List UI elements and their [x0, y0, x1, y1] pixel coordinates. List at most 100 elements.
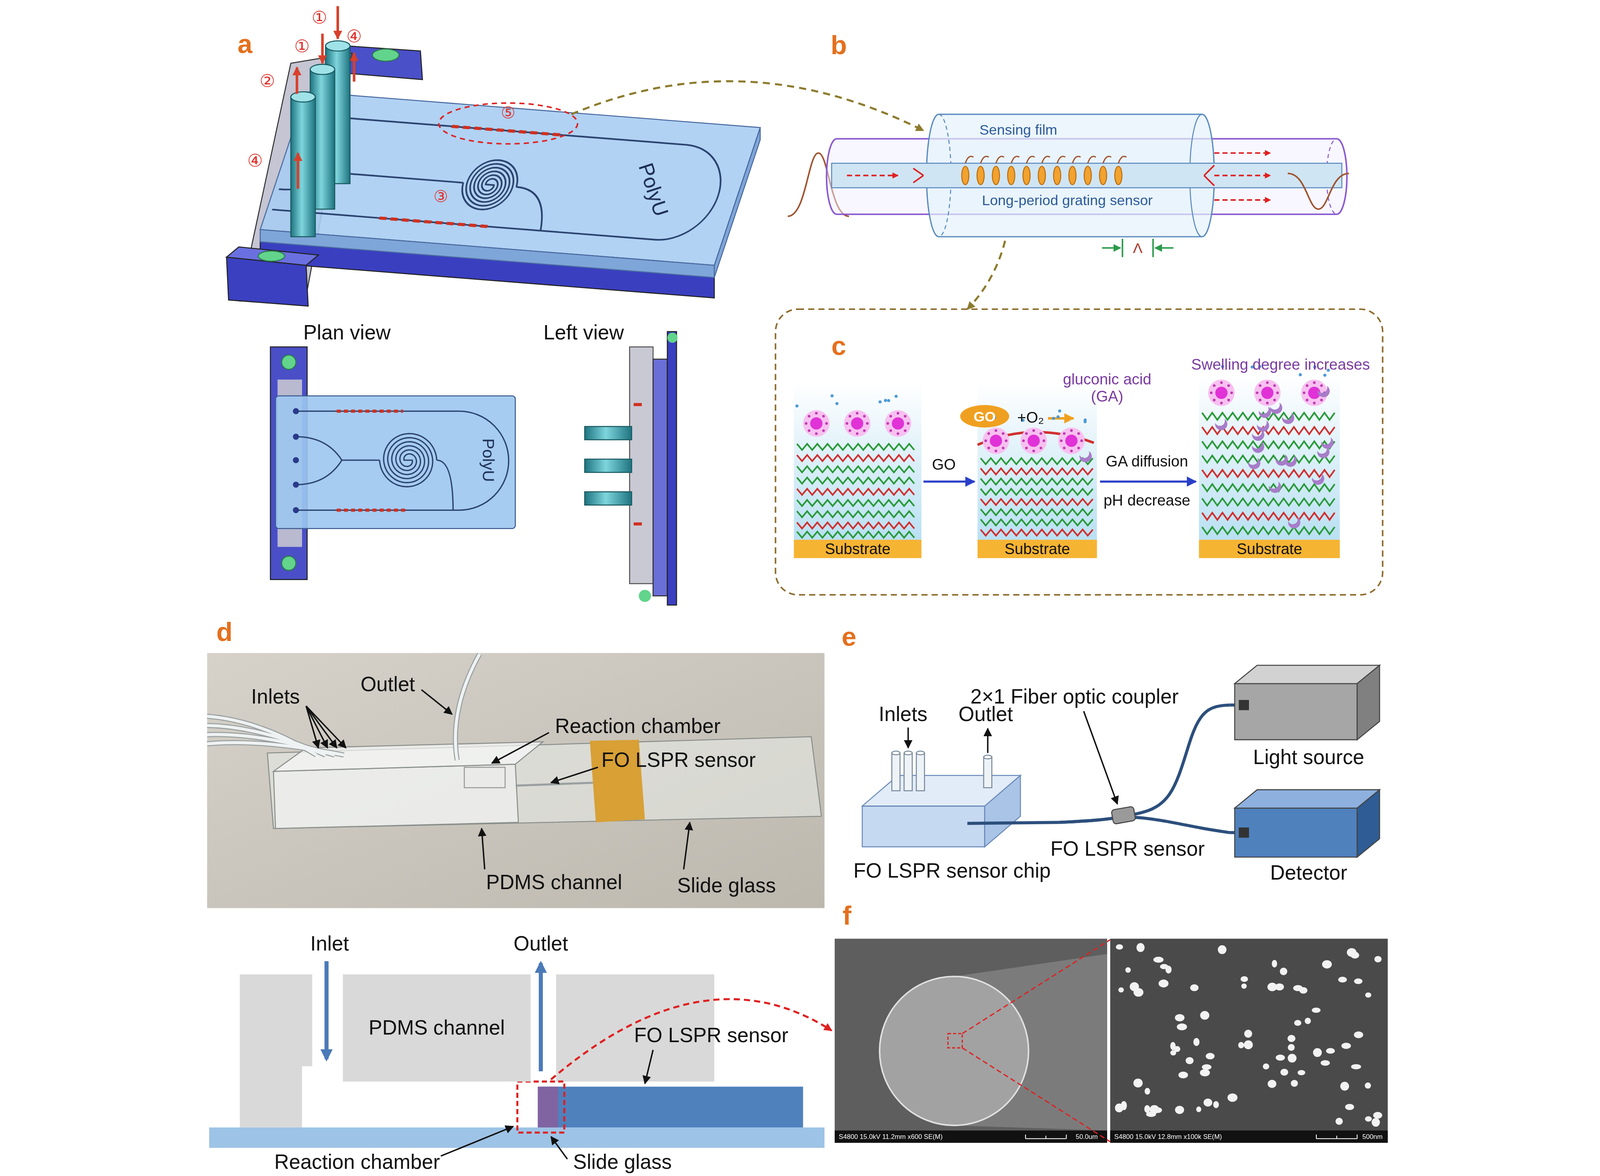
hydrogel-film [1311, 473, 1325, 485]
microfluidic-chip-3d [226, 5, 761, 306]
measurement-setup [1083, 711, 1118, 804]
hydrogel-film [980, 529, 1093, 536]
hydrogel-film [1273, 384, 1277, 388]
node-shape [862, 751, 1059, 848]
gold-nanoparticle [1294, 1019, 1302, 1026]
hydrogel-film [1320, 398, 1324, 402]
hydrogel-film [1062, 432, 1066, 436]
part-label: Inlets [878, 702, 928, 726]
gold-nanoparticle [1287, 1035, 1296, 1043]
hydrogel-film [887, 399, 891, 403]
chip-left-view [629, 347, 653, 584]
grating-period [1114, 166, 1122, 185]
node-text-group: FO LSPR sensor chip [845, 859, 1060, 883]
gold-nanoparticle [1287, 1053, 1297, 1063]
hydrogel-film [1001, 446, 1005, 450]
lpg-fiber-sensor [1214, 199, 1271, 201]
gold-nanoparticle [1341, 1043, 1351, 1050]
gold-nanoparticle [1178, 1071, 1189, 1079]
hydrogel-film [795, 364, 1335, 538]
hydrogel-film [889, 429, 893, 433]
hydrogel-film [1251, 441, 1265, 453]
grating-period [992, 166, 1000, 185]
gold-nanoparticle [1313, 1048, 1322, 1057]
hydrogel-film [804, 422, 808, 426]
node-text-group: Substrate [1198, 539, 1340, 559]
hydrogel-film [1298, 373, 1302, 377]
gold-nanoparticle [1311, 1007, 1321, 1013]
hydrogel-film [980, 458, 1093, 465]
chip-left-view [633, 522, 642, 526]
node-shape [983, 755, 992, 759]
hydrogel-film [980, 498, 1093, 505]
substrate-layer: Substrate [1198, 539, 1340, 559]
node-shape [862, 805, 985, 847]
hydrogel-film [845, 422, 849, 426]
sem-image [962, 939, 1110, 1142]
node-shape [1229, 658, 1388, 746]
grating-period [1053, 166, 1061, 185]
enzyme-label: GO [973, 407, 997, 425]
sensing-mechanism [1198, 375, 1340, 540]
microfluidic-chip-3d [258, 250, 285, 262]
callout-number: ① [294, 37, 310, 57]
hydrogel-film [1305, 398, 1309, 402]
chip-left-view [584, 331, 678, 605]
sem-image [1025, 1134, 1067, 1139]
gold-nanoparticle [1144, 1105, 1150, 1114]
lpg-fiber-sensor [1152, 238, 1154, 257]
grating-period [1041, 156, 1050, 164]
chip-photo [273, 764, 519, 829]
gold-nanoparticle [1267, 982, 1277, 992]
node-shape [1356, 665, 1380, 740]
gold-nanoparticle [1174, 1105, 1185, 1115]
hydrogel-film [796, 443, 915, 450]
chip-plan-view [296, 411, 509, 510]
gold-nanoparticle [1133, 988, 1144, 997]
sensing-mechanism [977, 382, 1098, 540]
hydrogel-film [1065, 434, 1078, 448]
chip-photo [515, 782, 597, 786]
gold-nanoparticle [1243, 1040, 1253, 1050]
arrow-label: GA diffusion [1105, 452, 1189, 471]
hydrogel-film [1201, 455, 1335, 463]
chip-cross-section [550, 1136, 568, 1159]
chip-plan-view [336, 409, 403, 413]
callout-number: ② [259, 71, 276, 92]
hydrogel-film [1027, 434, 1040, 448]
chip-plan-view [292, 481, 299, 488]
view-title: Left view [543, 321, 624, 345]
callout-number: ③ [433, 187, 449, 207]
node-shape [1229, 665, 1380, 740]
hydrogel-film [1248, 457, 1261, 470]
hydrogel-film [903, 429, 907, 433]
hydrogel-film [1077, 432, 1081, 436]
chip-photo [207, 654, 480, 761]
gold-nanoparticle [1338, 976, 1348, 983]
hydrogel-film [807, 414, 811, 418]
hydrogel-film [1276, 391, 1279, 395]
hydrogel-film [855, 411, 859, 415]
gold-nanoparticle [1205, 1052, 1215, 1060]
optical-fiber [1059, 705, 1230, 823]
gold-nanoparticle [1217, 945, 1227, 955]
hydrogel-film [796, 500, 915, 506]
hydrogel-film [896, 432, 900, 436]
hydrogel-film [980, 509, 1093, 516]
chip-plan-view [292, 456, 299, 463]
hydrogel-film [980, 488, 1093, 495]
hydrogel-film [1056, 415, 1060, 419]
hydrogel-film [796, 466, 915, 473]
hydrogel-film [896, 411, 900, 415]
sensing-mechanism [794, 382, 922, 540]
hydrogel-film [815, 432, 818, 436]
chip-plan-view [292, 507, 299, 514]
grating-period [1011, 156, 1020, 164]
sem-image [1110, 1130, 1389, 1144]
hydrogel-film [1212, 398, 1216, 402]
grating-period [1118, 156, 1127, 164]
gold-nanoparticle [1335, 1117, 1343, 1126]
gold-nanoparticle [1350, 1064, 1361, 1070]
hydrogel-film [815, 411, 818, 415]
